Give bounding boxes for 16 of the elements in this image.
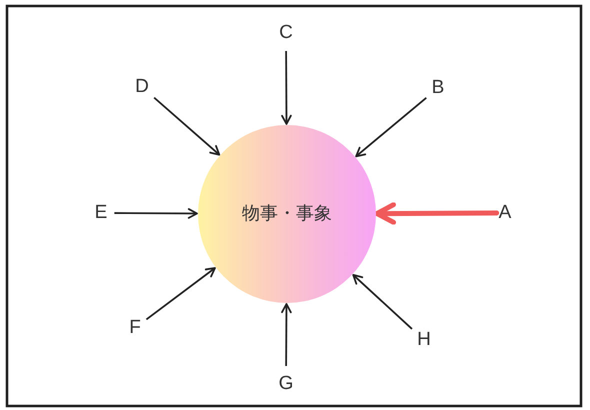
letter-label: F <box>129 317 141 339</box>
letter-label: E <box>94 202 108 224</box>
arrow <box>146 267 216 320</box>
arrow <box>374 202 500 225</box>
letter-label: H <box>417 329 431 351</box>
arrow <box>281 51 292 125</box>
letter-label: C <box>279 22 293 44</box>
arrow <box>281 303 292 366</box>
arrow <box>352 274 413 330</box>
arrow <box>154 96 220 156</box>
letter-label: G <box>278 373 294 395</box>
letter-label: D <box>135 76 149 98</box>
circle-label: 物事・事象 <box>242 202 332 226</box>
letter-label: A <box>498 202 512 224</box>
letter-label: B <box>432 77 444 99</box>
arrow <box>355 97 427 158</box>
